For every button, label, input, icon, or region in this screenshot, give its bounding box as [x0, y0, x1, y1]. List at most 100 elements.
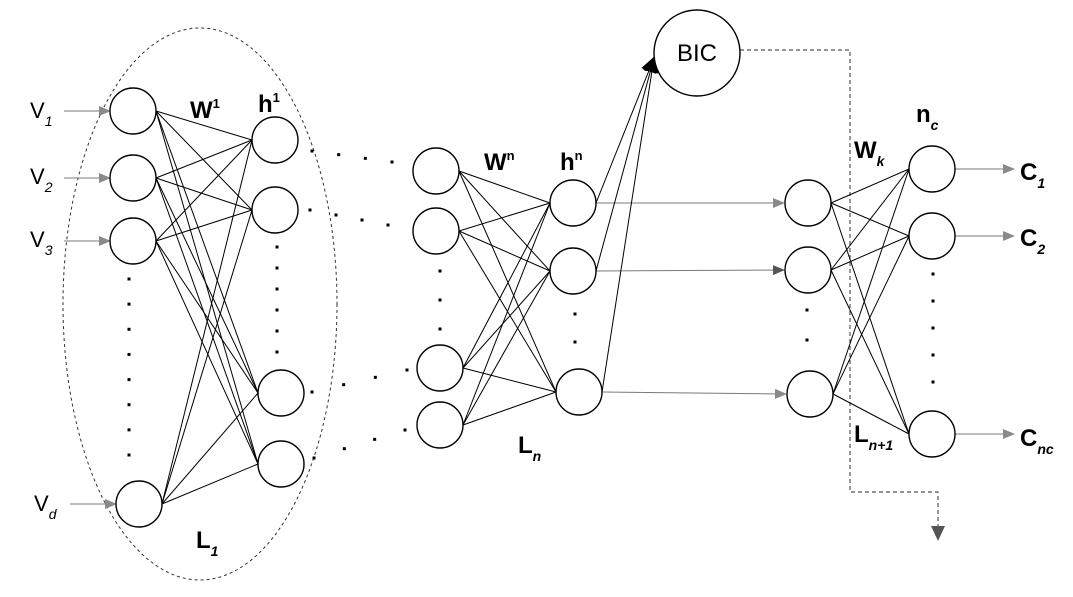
- horizontal-ellipsis-dot: [390, 160, 394, 164]
- layer-label-l1: L1: [196, 527, 219, 559]
- transfer-arrow: [595, 265, 785, 276]
- bic-feedback-line: [740, 49, 939, 538]
- vertical-ellipsis-dot: [127, 428, 131, 432]
- neuron-node: [555, 368, 603, 416]
- input-label-v1: V1: [30, 98, 52, 129]
- edge-l0-l1: [161, 209, 253, 505]
- edge-lc-ld: [830, 235, 910, 271]
- edge-la-lb: [458, 170, 551, 272]
- horizontal-ellipsis-dot: [373, 437, 377, 441]
- horizontal-ellipsis-dot: [405, 368, 409, 372]
- edge-l0-l1: [161, 392, 259, 505]
- neuron-node: [251, 186, 299, 234]
- bic-input-line: [601, 56, 660, 393]
- edge-la-lb: [458, 230, 551, 272]
- edge-l0-l1: [155, 240, 259, 465]
- horizontal-ellipsis-dot: [334, 213, 338, 217]
- neuron-node: [257, 369, 305, 417]
- vertical-ellipsis-dot: [275, 329, 279, 333]
- neuron-node: [908, 212, 956, 260]
- vertical-ellipsis-dot: [275, 266, 279, 270]
- horizontal-ellipsis-dot: [310, 390, 314, 394]
- first-layer-boundary: [62, 27, 338, 581]
- edge-la-lb: [462, 270, 551, 426]
- horizontal-ellipsis-dot: [342, 383, 346, 387]
- horizontal-ellipsis-dot: [363, 156, 367, 160]
- neuron-node: [908, 410, 956, 458]
- vertical-ellipsis-dot: [127, 403, 131, 407]
- layer-label-ln: Ln: [518, 432, 541, 464]
- neuron-node: [549, 179, 597, 227]
- edge-l0-l1: [155, 110, 259, 465]
- vertical-ellipsis-dot: [931, 326, 935, 330]
- neuron-node: [251, 116, 299, 164]
- bic-node: [653, 9, 741, 97]
- horizontal-ellipsis-dot: [360, 218, 364, 222]
- vertical-ellipsis-dot: [127, 352, 131, 356]
- edge-l0-l1: [155, 139, 253, 242]
- edge-la-lb: [462, 202, 551, 369]
- horizontal-ellipsis-dot: [342, 447, 346, 451]
- edge-l0-l1: [155, 110, 259, 394]
- edge-lc-ld: [830, 168, 910, 271]
- output-label-cnc: Cnc: [1020, 425, 1054, 457]
- neuron-node: [412, 207, 460, 255]
- neuron-node: [416, 401, 464, 449]
- nodes-group: [109, 87, 956, 528]
- horizontal-ellipsis-dot: [308, 208, 312, 212]
- neuron-node: [786, 370, 834, 418]
- neuron-node: [784, 179, 832, 227]
- edge-l0-l1: [155, 139, 253, 179]
- input-label-v3: V3: [30, 227, 53, 258]
- edge-l0-l1: [161, 139, 253, 505]
- output-label-c1: C1: [1020, 159, 1045, 191]
- bic-feedback-arrowhead: [931, 526, 945, 541]
- input-label-vd: Vd: [34, 491, 58, 522]
- vertical-ellipsis-dot: [805, 308, 809, 312]
- edge-l0-l1: [155, 177, 259, 394]
- horizontal-ellipsis-dot: [312, 456, 316, 460]
- vertical-ellipsis-dot: [438, 298, 442, 302]
- edge-lc-ld: [830, 269, 910, 435]
- horizontal-ellipsis-dot: [337, 153, 341, 157]
- neuron-node: [908, 145, 956, 193]
- vertical-ellipsis-dot: [127, 378, 131, 382]
- vertical-ellipsis-dot: [573, 340, 577, 344]
- edges-group: [64, 56, 1015, 509]
- vertical-ellipsis-dot: [438, 327, 442, 331]
- vertical-ellipsis-dot: [127, 327, 131, 331]
- vertical-ellipsis-dot: [931, 272, 935, 276]
- edge-lc-ld: [832, 393, 910, 435]
- neuron-node: [109, 217, 157, 265]
- horizontal-ellipsis-dot: [386, 223, 390, 227]
- vertical-ellipsis-dot: [805, 338, 809, 342]
- vertical-ellipsis-dot: [275, 308, 279, 312]
- neuron-node: [412, 147, 460, 195]
- weight-label-w1: W1: [190, 96, 220, 124]
- horizontal-ellipsis-dot: [403, 428, 407, 432]
- bic-input-line: [595, 56, 657, 204]
- edge-la-lb: [462, 367, 557, 393]
- bic-label: BIC: [677, 40, 717, 67]
- output-label-c2: C2: [1020, 225, 1045, 257]
- vertical-ellipsis-dot: [275, 287, 279, 291]
- edge-lc-ld: [830, 168, 910, 204]
- edge-l0-l1: [161, 463, 259, 505]
- transfer-arrow: [601, 388, 787, 399]
- vertical-ellipsis-dot: [275, 350, 279, 354]
- vertical-ellipsis-dot: [931, 299, 935, 303]
- edge-l0-l1: [155, 110, 253, 141]
- hidden-label-hn: hn: [560, 148, 583, 176]
- vertical-ellipsis-dot: [931, 380, 935, 384]
- edge-la-lb: [458, 170, 551, 204]
- edge-la-lb: [462, 202, 551, 426]
- vertical-ellipsis-dot: [127, 277, 131, 281]
- edge-la-lb: [458, 170, 557, 393]
- neuron-node: [109, 87, 157, 135]
- horizontal-ellipsis-dot: [310, 149, 314, 153]
- edge-l0-l1: [155, 177, 253, 211]
- neuron-node: [257, 440, 305, 488]
- edge-l0-l1: [155, 209, 253, 242]
- neuron-node: [784, 246, 832, 294]
